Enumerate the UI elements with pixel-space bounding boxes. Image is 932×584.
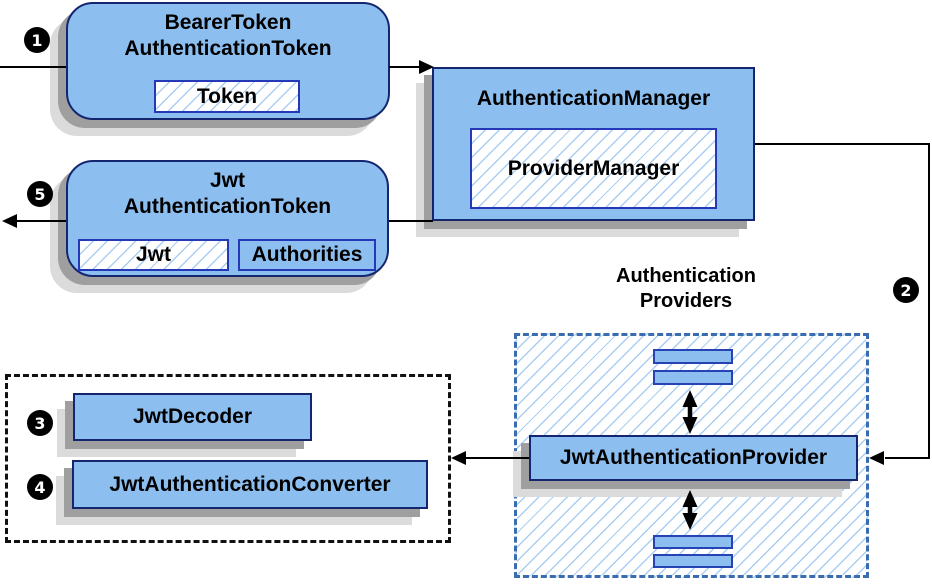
jwt-authentication-provider-node: JwtAuthenticationProvider	[529, 435, 858, 481]
other-provider-item	[653, 370, 733, 385]
jwt-token-title-line2: AuthenticationToken	[123, 195, 332, 218]
bearer-token-title-line1: BearerToken	[164, 11, 292, 34]
other-provider-item	[653, 535, 733, 549]
jwt-token-out-arrow	[2, 214, 66, 228]
bearer-token-authentication-token-node: BearerToken AuthenticationToken Token	[66, 2, 390, 120]
step-1-badge: 1	[24, 27, 50, 53]
authentication-providers-label-line1: Authentication	[616, 265, 756, 287]
authentication-manager-node: AuthenticationManager ProviderManager	[432, 67, 755, 221]
provider-manager-chip: ProviderManager	[470, 128, 717, 209]
step-3-badge: 3	[27, 410, 53, 436]
step-2-badge: 2	[893, 277, 919, 303]
authentication-providers-label-line2: Providers	[639, 290, 733, 312]
jwt-authentication-converter-node: JwtAuthenticationConverter	[72, 460, 428, 509]
authentication-manager-title: AuthenticationManager	[476, 87, 711, 110]
authentication-providers-label: Authentication Providers	[540, 264, 832, 314]
jwt-authentication-token-node: Jwt AuthenticationToken Jwt Authorities	[66, 160, 389, 277]
other-provider-item	[653, 554, 733, 568]
step-4-badge: 4	[27, 474, 53, 500]
jwt-decoder-node: JwtDecoder	[73, 393, 312, 441]
bearer-to-manager-arrow	[389, 60, 434, 74]
bearer-token-title-line2: AuthenticationToken	[124, 37, 332, 60]
other-provider-item	[653, 349, 733, 364]
jwt-token-title-line1: Jwt	[209, 169, 245, 192]
jwt-chip: Jwt	[78, 239, 229, 271]
authorities-chip: Authorities	[238, 239, 376, 271]
token-chip: Token	[154, 80, 300, 113]
step-5-badge: 5	[27, 181, 53, 207]
